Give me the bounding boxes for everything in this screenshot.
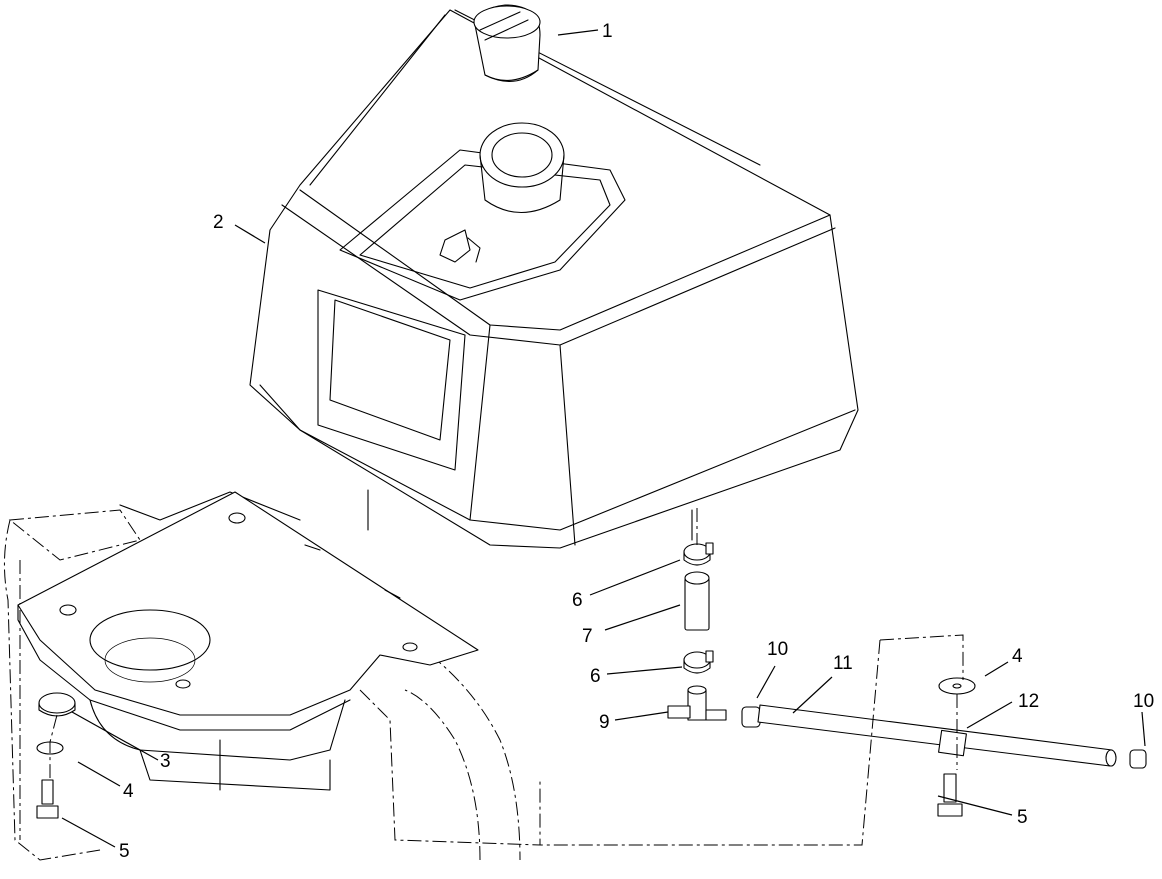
leader-lines — [61, 29, 1146, 848]
callout-9: 9 — [599, 712, 610, 733]
elbow-fitting-right — [1129, 749, 1147, 769]
callout-1: 1 — [602, 21, 613, 42]
callout-10-right: 10 — [1133, 691, 1154, 712]
hose-clamp-upper — [683, 542, 714, 566]
line-clip — [938, 729, 967, 757]
tee-fitting — [667, 685, 727, 721]
callout-3: 3 — [160, 751, 171, 772]
fuel-line-long — [757, 704, 1117, 767]
callout-12: 12 — [1018, 691, 1039, 712]
callout-4-right: 4 — [1012, 646, 1023, 667]
callout-labels: 1 2 3 4 4 5 5 6 6 7 9 10 10 11 12 — [119, 21, 1154, 862]
fuel-tank — [249, 9, 859, 549]
washer-right — [938, 677, 976, 695]
callout-11: 11 — [833, 653, 853, 674]
callout-5-left: 5 — [119, 841, 130, 862]
callout-6-lower: 6 — [590, 666, 601, 687]
bolt-right — [937, 773, 963, 817]
callout-6-upper: 6 — [572, 590, 583, 611]
assembly-centerlines — [49, 508, 964, 846]
tank-pad — [38, 692, 76, 717]
callout-2: 2 — [213, 212, 224, 233]
elbow-fitting-left — [741, 706, 761, 728]
hose-short — [684, 571, 710, 631]
callout-7: 7 — [582, 626, 593, 647]
fuel-cap — [473, 4, 541, 82]
callout-10-left: 10 — [767, 639, 788, 660]
frame-bracket — [3, 491, 541, 861]
bolt-left — [36, 779, 59, 819]
callout-5-right: 5 — [1017, 807, 1028, 828]
callout-4-left: 4 — [123, 781, 134, 802]
hose-clamp-lower — [683, 650, 714, 674]
